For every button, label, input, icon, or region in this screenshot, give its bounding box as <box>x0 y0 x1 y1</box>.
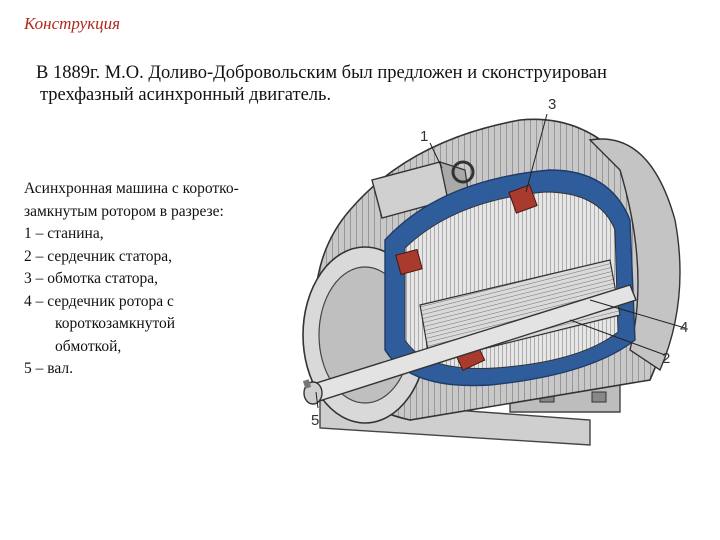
caption-item-3: 3 – обмотка статора, <box>24 270 159 287</box>
callout-lines <box>315 113 686 409</box>
caption-item-4-cont-1: короткозамкнутой <box>55 315 176 332</box>
callout-5: 5 <box>311 412 320 429</box>
motor-cutaway-illustration <box>302 113 686 446</box>
caption-item-4: 4 – сердечник ротора с <box>24 292 174 310</box>
figure-caption: Асинхронная машина с коротко- замкнутым … <box>24 178 294 381</box>
caption-item-4-cont-2: обмоткой, <box>55 337 122 355</box>
slide-heading: Конструкция <box>24 14 121 33</box>
intro-text: В 1889г. М.О. Доливо-Добровольским был п… <box>36 62 696 106</box>
motor-shaft <box>302 284 637 405</box>
callout-3: 3 <box>548 96 557 113</box>
callout-1: 1 <box>420 128 429 145</box>
caption-item-2: 2 – сердечник статора, <box>24 247 173 265</box>
caption-line-2: замкнутым ротором в разрезе: <box>24 202 224 220</box>
caption-line-1: Асинхронная машина с коротко- <box>24 180 239 197</box>
intro-line-2: трехфазный асинхронный двигатель. <box>40 85 332 105</box>
callout-4: 4 <box>680 319 689 336</box>
intro-line-1: В 1889г. М.О. Доливо-Добровольским был п… <box>36 63 607 83</box>
callout-2: 2 <box>662 350 671 367</box>
caption-item-5: 5 – вал. <box>24 360 73 377</box>
caption-item-1: 1 – станина, <box>24 225 104 242</box>
